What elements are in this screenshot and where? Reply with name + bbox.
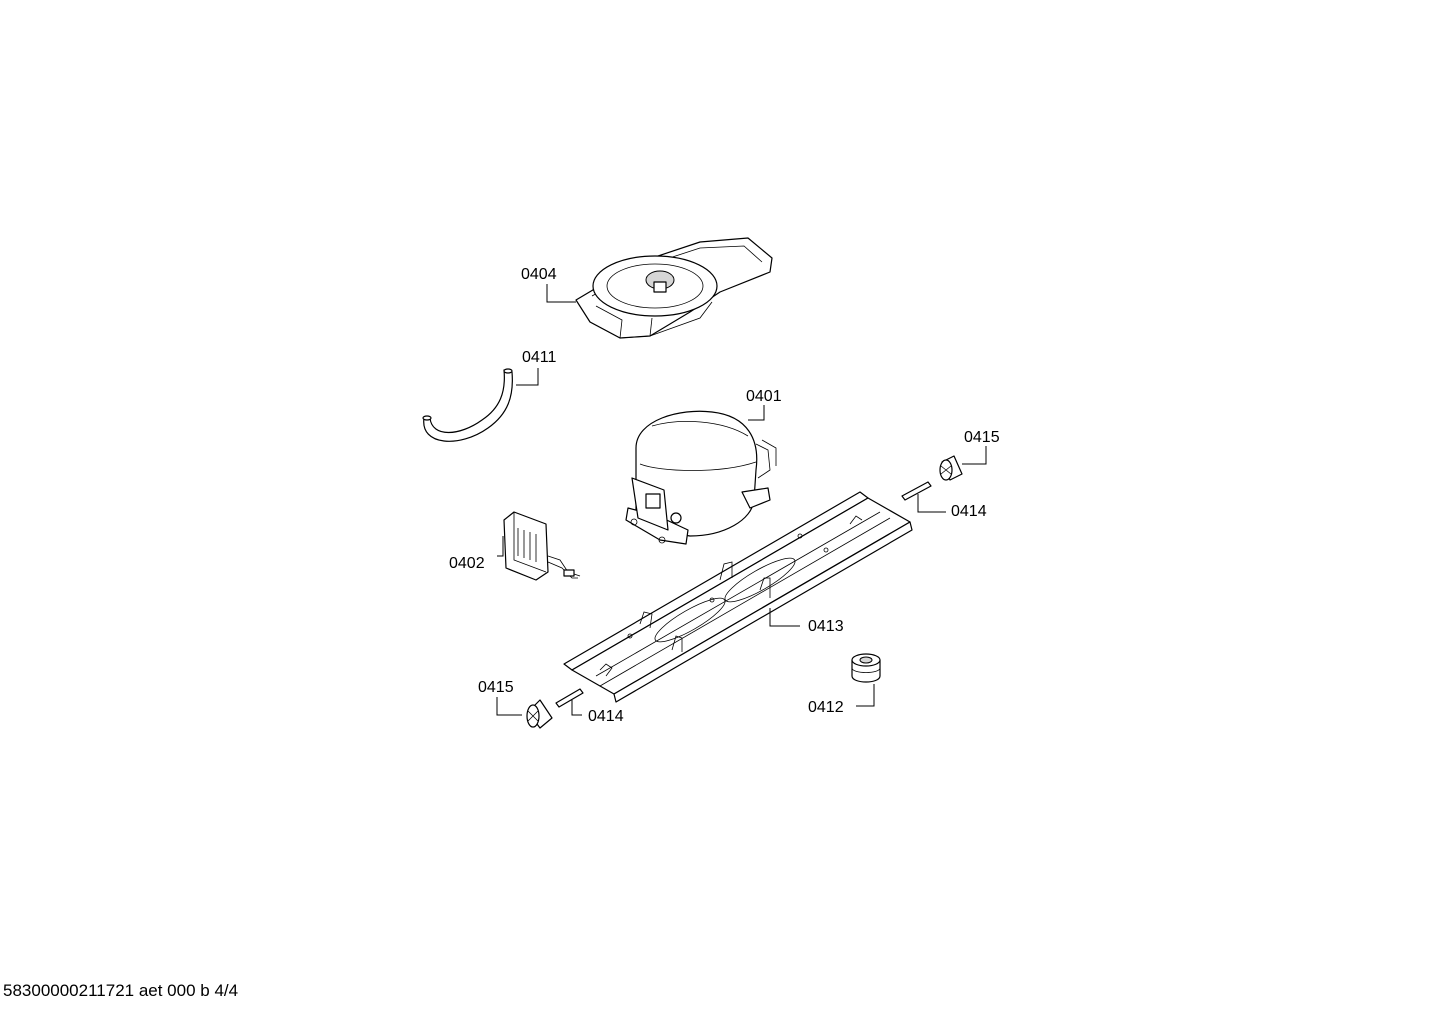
part-label-0401: 0401 <box>746 388 782 405</box>
leader-0414-bottom <box>571 700 582 716</box>
leader-0411 <box>516 368 539 386</box>
leader-0414-top <box>917 494 946 513</box>
drip-tray-part[interactable] <box>575 237 773 339</box>
compressor-part[interactable] <box>625 410 777 545</box>
leader-0401 <box>748 405 765 421</box>
relay-part[interactable] <box>503 511 581 581</box>
part-label-0414-top: 0414 <box>951 503 987 520</box>
part-label-0414-bottom: 0414 <box>588 708 624 725</box>
document-reference: 58300000211721 aet 000 b 4/4 <box>3 981 239 1000</box>
hose-part[interactable] <box>422 368 513 442</box>
leader-0415-top <box>962 446 987 465</box>
grommet-part[interactable] <box>851 653 881 683</box>
part-label-0415-bottom: 0415 <box>478 679 514 696</box>
part-label-0402: 0402 <box>449 555 485 572</box>
leader-0412 <box>856 684 875 707</box>
leader-0402 <box>497 536 504 557</box>
part-label-0404: 0404 <box>521 266 557 283</box>
bumper-bottom-part[interactable] <box>526 699 553 729</box>
part-label-0412: 0412 <box>808 699 844 716</box>
bumper-top-part[interactable] <box>939 455 963 481</box>
leader-0413 <box>769 608 800 627</box>
pin-bottom-part[interactable] <box>555 688 584 708</box>
leader-0415-bottom <box>496 697 522 716</box>
part-label-0411: 0411 <box>522 349 557 366</box>
part-label-0413: 0413 <box>808 618 844 635</box>
pin-top-part[interactable] <box>901 481 932 501</box>
leader-0404 <box>546 284 576 303</box>
part-label-0415-top: 0415 <box>964 429 1000 446</box>
rail-part[interactable] <box>563 491 913 703</box>
